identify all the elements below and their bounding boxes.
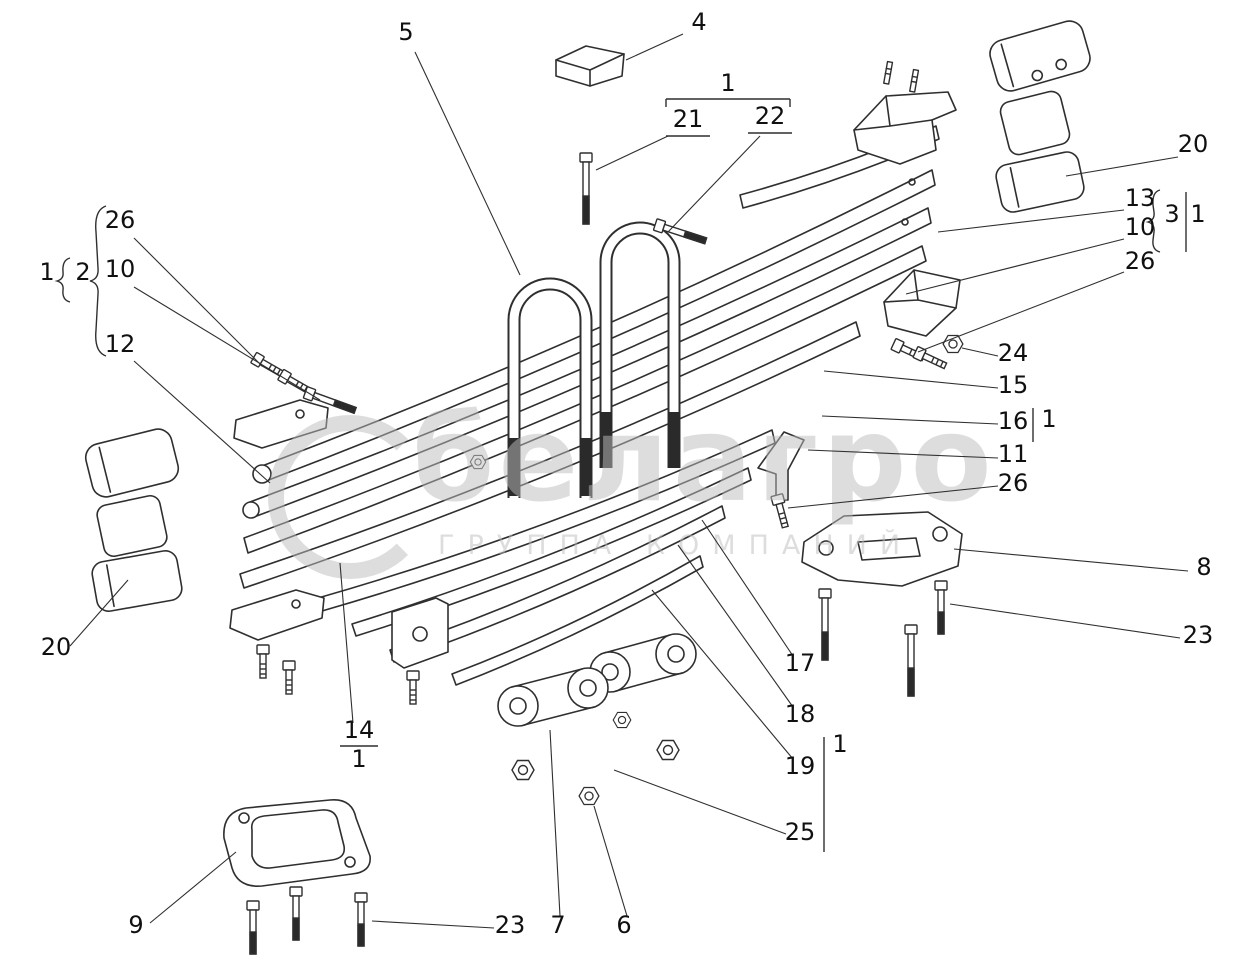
callout-26: 26 <box>998 469 1029 497</box>
leader-line <box>133 237 263 367</box>
callout-1: 1 <box>351 745 366 773</box>
callout-3: 3 <box>1164 200 1179 228</box>
top-hanger-bracket <box>853 91 957 165</box>
leader-line <box>414 51 521 276</box>
leader-line <box>961 347 999 357</box>
spring-bracket-8 <box>801 511 963 587</box>
leader-line <box>949 603 1181 639</box>
callout-1: 1 <box>832 730 847 758</box>
callout-21: 21 <box>673 105 704 133</box>
callout-19: 19 <box>785 752 816 780</box>
leader-line <box>823 370 999 389</box>
leader-line <box>69 579 129 647</box>
callout-8: 8 <box>1196 553 1211 581</box>
grouping-brace-left-large <box>89 205 107 357</box>
leader-line <box>595 135 669 171</box>
leader-line <box>133 360 271 484</box>
leader-line <box>1065 156 1179 177</box>
center-bracket <box>391 597 449 669</box>
leader-line <box>339 562 354 724</box>
leader-line <box>917 271 1125 353</box>
callout-6: 6 <box>616 911 631 939</box>
callout-24: 24 <box>998 339 1029 367</box>
grouping-lines <box>54 98 1187 852</box>
grouping-brace-right <box>1145 189 1161 253</box>
leader-line <box>625 33 684 61</box>
leader-line <box>149 851 237 924</box>
callout-26: 26 <box>1125 247 1156 275</box>
callout-7: 7 <box>550 911 565 939</box>
leader-line <box>651 589 794 760</box>
leader-line <box>613 769 787 835</box>
callout-17: 17 <box>785 649 816 677</box>
callout-18: 18 <box>785 700 816 728</box>
leader-line <box>701 519 794 657</box>
callout-1: 1 <box>1041 405 1056 433</box>
leader-line <box>807 449 999 459</box>
buffer-stack-left <box>84 428 183 612</box>
callout-23: 23 <box>495 911 526 939</box>
callout-12: 12 <box>105 330 136 358</box>
callout-2: 2 <box>75 258 90 286</box>
leader-line <box>937 209 1125 233</box>
leader-line <box>549 729 561 917</box>
callout-16: 16 <box>998 407 1029 435</box>
callout-11: 11 <box>998 440 1029 468</box>
callout-14: 14 <box>344 716 375 744</box>
leader-line <box>787 485 999 509</box>
shackle-links <box>497 633 697 727</box>
angle-bracket-11 <box>757 431 805 501</box>
leader-line <box>821 415 999 425</box>
callout-26: 26 <box>105 206 136 234</box>
grouping-brace-left-small <box>54 257 71 303</box>
u-bolts <box>507 221 681 498</box>
callout-1: 1 <box>39 258 54 286</box>
callout-9: 9 <box>128 911 143 939</box>
leaf-clamp-lower <box>229 589 325 641</box>
callout-20: 20 <box>41 633 72 661</box>
leader-line <box>953 548 1189 572</box>
bottom-bracket-9 <box>223 799 371 887</box>
callout-22: 22 <box>755 102 786 130</box>
leader-line <box>593 805 628 917</box>
callout-10: 10 <box>105 255 136 283</box>
callout-1: 1 <box>720 69 735 97</box>
leader-line <box>677 544 794 708</box>
callout-10: 10 <box>1125 213 1156 241</box>
callout-25: 25 <box>785 818 816 846</box>
callout-15: 15 <box>998 371 1029 399</box>
buffer-stack-right <box>882 20 1091 213</box>
callout-23: 23 <box>1183 621 1214 649</box>
helper-leaves <box>317 429 776 686</box>
leader-line <box>133 286 321 401</box>
leader-line <box>905 238 1125 295</box>
spring-pad-4 <box>555 45 625 87</box>
mid-right-bracket <box>883 269 961 337</box>
callout-5: 5 <box>398 18 413 46</box>
callout-20: 20 <box>1178 130 1209 158</box>
leader-line <box>371 920 495 929</box>
callout-13: 13 <box>1125 184 1156 212</box>
leader-line <box>667 135 761 233</box>
callout-4: 4 <box>691 8 706 36</box>
callout-1: 1 <box>1190 200 1205 228</box>
